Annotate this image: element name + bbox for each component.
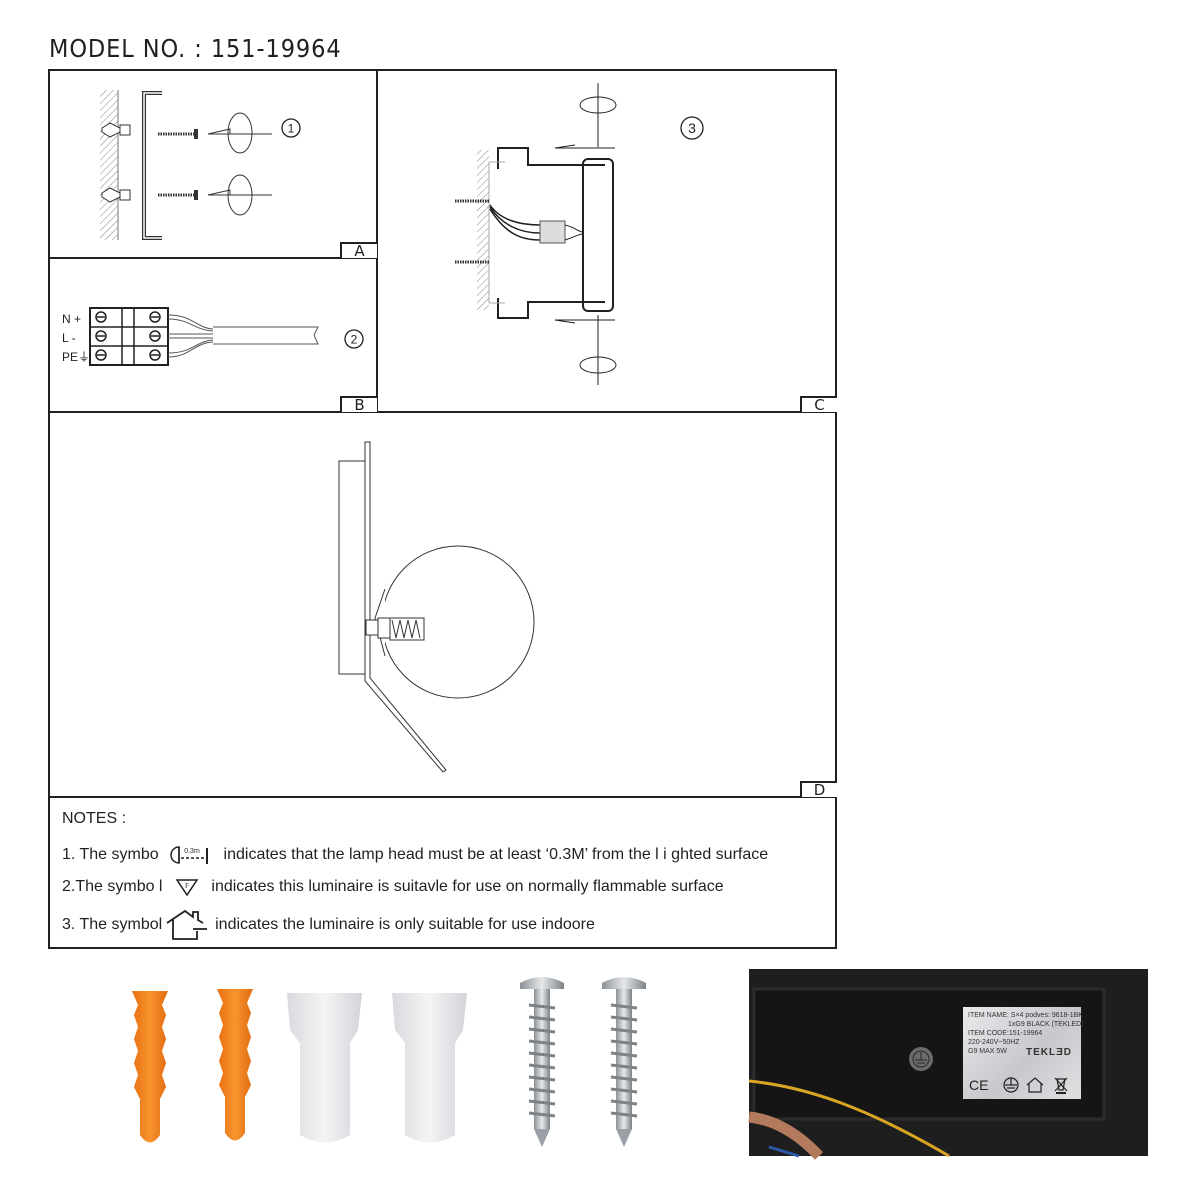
divider-ab-c <box>376 69 378 413</box>
weee-bin-icon <box>1054 1077 1068 1094</box>
terminal-label-l: L - <box>62 331 76 345</box>
label-item-name: ITEM NAME: S×4 podves: 9618-1BK <box>968 1012 1083 1019</box>
certification-icons: CE <box>969 1077 1068 1094</box>
indoor-use-icon <box>165 909 209 941</box>
note-3-text: indicates the luminaire is only suitable… <box>215 916 595 933</box>
wire-connector-cap-icon <box>287 993 362 1143</box>
screw-icon <box>520 977 564 1147</box>
instruction-sheet <box>48 69 837 949</box>
panel-tag-a: A <box>340 242 377 259</box>
wall-plug-icon <box>132 991 168 1143</box>
note-3-prefix: 3. The symbol <box>62 916 163 933</box>
wall-plug-icon <box>217 989 253 1141</box>
min-distance-0.3m-icon: 0.3m <box>169 844 213 866</box>
screw-icon <box>602 977 646 1147</box>
product-rating-label: ITEM NAME: S×4 podves: 9618-1BK 1xG9 BLA… <box>963 1007 1084 1099</box>
svg-text:3: 3 <box>688 120 696 136</box>
panel-d-lamp-side-view <box>338 441 535 773</box>
product-label-photo <box>748 969 1148 1160</box>
panel-c-fixture-assembly-diagram <box>455 83 617 385</box>
accessories-photo <box>132 977 646 1147</box>
terminal-label-n: N + <box>62 312 82 326</box>
step-1-marker: 1 <box>281 118 301 138</box>
wire-connector-cap-icon <box>392 993 467 1143</box>
panel-b-terminal-block-diagram <box>89 307 319 366</box>
earth-icon <box>1003 1077 1019 1093</box>
note-1-prefix: 1. The symbo <box>62 846 159 863</box>
ce-mark-icon: CE <box>969 1077 988 1093</box>
note-item-3: 3. The symbol indicates the luminaire is… <box>62 909 595 941</box>
flammable-surface-icon: F <box>175 877 199 897</box>
earth-screw-icon <box>912 1050 930 1068</box>
note-item-1: 1. The symbo 0.3m indicates that the lam… <box>62 844 768 866</box>
note-2-prefix: 2.The symbo l <box>62 878 163 895</box>
label-item-code: ITEM CODE:151-19964 <box>968 1030 1043 1037</box>
terminal-label-pe: PE⏚ <box>62 350 91 364</box>
panel-a-bracket-mounting-diagram <box>100 90 272 240</box>
label-voltage: 220-240V~50HZ <box>968 1039 1020 1046</box>
model-number-title: MODEL NO. : 151-19964 <box>49 34 342 63</box>
note-2-text: indicates this luminaire is suitavle for… <box>211 878 724 895</box>
step-2-marker: 2 <box>344 329 364 349</box>
panel-tag-d: D <box>800 781 837 798</box>
svg-text:0.3m: 0.3m <box>184 848 200 855</box>
indoor-icon <box>1026 1077 1044 1093</box>
svg-text:2: 2 <box>351 333 358 347</box>
notes-heading: NOTES : <box>62 810 127 827</box>
brand-logo: TEKLƎD <box>1026 1047 1072 1058</box>
panel-tag-c: C <box>800 396 837 413</box>
panel-tag-b: B <box>340 396 377 413</box>
label-bulb-spec: G9 MAX 5W <box>968 1048 1007 1055</box>
divider-d-notes <box>48 796 837 798</box>
note-item-2: 2.The symbo l F indicates this luminaire… <box>62 877 724 897</box>
svg-text:F: F <box>185 882 189 890</box>
svg-text:1: 1 <box>288 122 295 136</box>
label-item-name-2: 1xG9 BLACK (TEKLED) <box>1008 1021 1084 1028</box>
terminal-labels: N + L - PE⏚ <box>62 310 90 367</box>
note-1-text: indicates that the lamp head must be at … <box>223 846 769 863</box>
step-3-marker: 3 <box>680 116 704 140</box>
divider-a-b <box>48 257 378 259</box>
divider-top-d <box>48 411 837 413</box>
